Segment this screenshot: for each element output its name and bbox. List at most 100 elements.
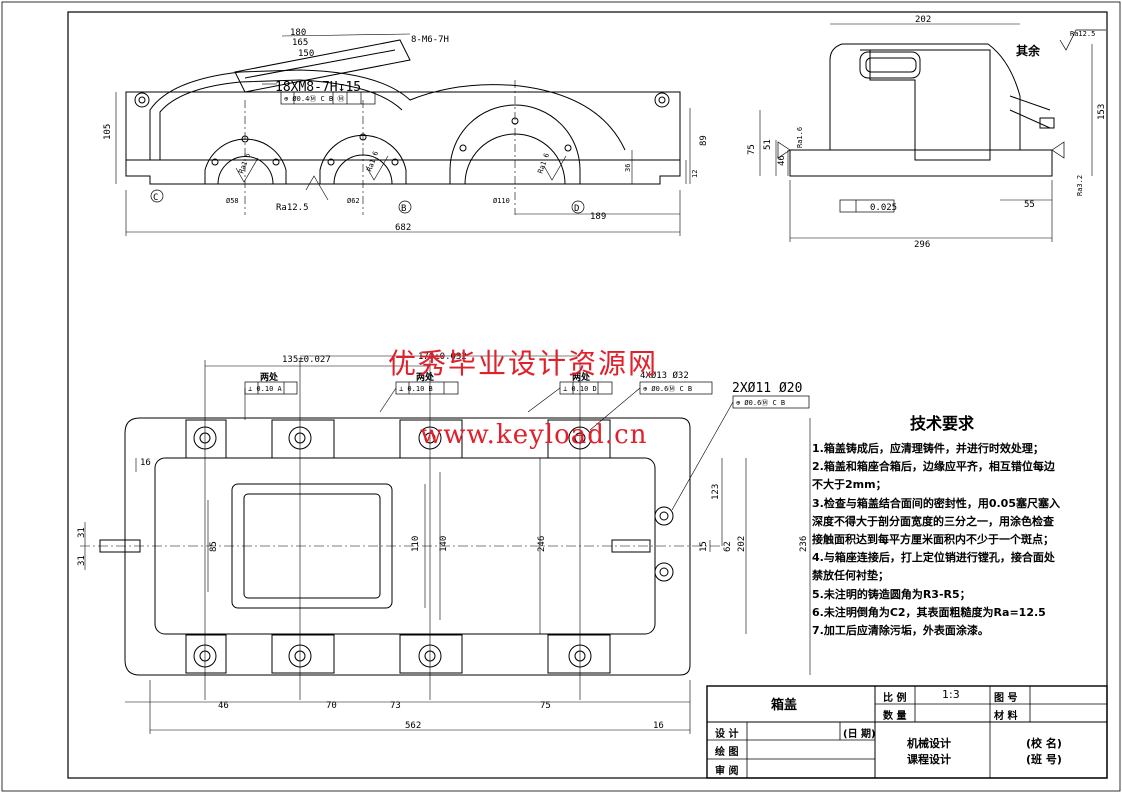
watermark-line-1: 优秀毕业设计资源网	[388, 347, 659, 380]
side-dim-55: 55	[1024, 200, 1035, 210]
top-view	[80, 355, 811, 734]
drawn-label: 绘 图	[715, 747, 739, 758]
side-dim-153: 153	[1097, 104, 1107, 120]
dim-16-top: 16	[140, 458, 151, 468]
roughness-4: Ra12.5	[276, 203, 309, 213]
designer-label: 设 计	[715, 729, 739, 740]
dim-31-a: 31	[77, 527, 87, 538]
datum-c: C	[153, 193, 158, 203]
course-line-1: 机械设计	[907, 737, 951, 750]
roughness-rest-label: 其余	[1016, 43, 1041, 58]
side-view	[759, 23, 1106, 242]
front-view-labels: 180 165 150 8-M6-7H 18XM8-7H↧15 ⊕ Ø0.4Ⓜ …	[103, 28, 709, 233]
tolerance-frame: ⊕ Ø0.4Ⓜ C B Ⓜ	[284, 95, 344, 103]
perpendicularity-a: ⊥ 0.10 A	[248, 385, 283, 393]
perpendicularity-b: ⊥ 0.10 B	[399, 385, 433, 393]
side-view-labels: 202 153 75 51 46 55 296 0.025 Ra1.6 Ra3.…	[747, 15, 1107, 250]
dim-75: 75	[540, 701, 551, 711]
technical-requirements: 技术要求 1.箱盖铸成后，应清理铸件，并进行时效处理； 2.箱盖和箱座合箱后，边…	[812, 410, 1112, 640]
scale-label: 比 例	[883, 693, 907, 704]
dim-202: 202	[737, 536, 747, 552]
course-line-2: 课程设计	[907, 753, 951, 766]
tech-req-title: 技术要求	[909, 414, 974, 433]
dim-15: 15	[699, 541, 709, 552]
dim-46: 46	[218, 701, 229, 711]
dim-180: 180	[290, 28, 306, 38]
tech-req-line: 3.检查与箱盖结合面间的密封性，用0.05塞尺塞入	[812, 496, 1060, 510]
part-name: 箱盖	[771, 698, 798, 713]
drawing-no-label: 图 号	[994, 693, 1018, 704]
material-label: 材 料	[994, 711, 1018, 722]
dim-170: 170±0.032	[418, 352, 467, 362]
class-number: (班 号)	[1026, 753, 1062, 766]
tech-req-line: 2.箱盖和箱座合箱后，边缘应平齐，相互错位每边	[812, 460, 1055, 474]
tech-req-line: 1.箱盖铸成后，应清理铸件，并进行时效处理；	[812, 442, 1044, 455]
review-label: 审 阅	[715, 766, 739, 777]
dim-682: 682	[395, 223, 411, 233]
both-places-2: 两处	[416, 371, 435, 383]
perpendicularity-d: ⊥ 0.10 D	[563, 385, 597, 393]
qty-label: 数 量	[883, 711, 907, 722]
roughness-2: Ra1.6	[365, 150, 380, 173]
bore-110: Ø110	[493, 197, 510, 205]
tech-req-line: 不大于2mm；	[812, 478, 887, 492]
title-block	[706, 685, 1108, 779]
dim-165: 165	[292, 38, 308, 48]
dim-70: 70	[326, 701, 337, 711]
side-dim-51: 51	[763, 139, 773, 150]
side-roughness-bottom: Ra3.2	[1076, 175, 1084, 196]
both-places-1: 两处	[260, 371, 279, 383]
tech-req-line: 禁放任何衬垫；	[812, 569, 889, 583]
sheet-inner-border	[67, 11, 1108, 779]
school-name: (校 名)	[1026, 737, 1062, 750]
dim-16-bottom: 16	[653, 721, 664, 731]
holes-11: 2XØ11 Ø20	[732, 381, 802, 396]
tech-req-line: 5.未注明的铸造圆角为R3-R5；	[812, 587, 971, 601]
dim-105: 105	[103, 124, 113, 140]
dim-246: 246	[537, 536, 547, 552]
side-dim-202: 202	[915, 15, 931, 25]
date-label: (日 期)	[843, 729, 876, 740]
side-roughness: Ra1.6	[796, 127, 804, 148]
bore-62: Ø62	[347, 197, 360, 205]
dim-12: 12	[691, 170, 699, 178]
dim-31-b: 31	[77, 555, 87, 566]
both-places-3: 两处	[572, 371, 591, 383]
roughness-1: Ra1.6	[237, 152, 252, 175]
tech-req-line: 接触面积达到每平方厘米面积内不少于一个斑点；	[812, 533, 1054, 547]
side-dim-296: 296	[914, 240, 930, 250]
dim-140: 140	[439, 536, 449, 552]
dim-236: 236	[799, 536, 809, 552]
dim-189: 189	[590, 212, 606, 222]
thread-small: 8-M6-7H	[411, 35, 449, 45]
dim-89: 89	[699, 135, 709, 146]
flatness-value: 0.025	[870, 203, 897, 213]
dim-110: 110	[411, 536, 421, 552]
dim-123: 123	[711, 484, 721, 500]
tech-req-line: 7.加工后应清除污垢，外表面涂漆。	[812, 624, 989, 638]
dim-135: 135±0.027	[282, 355, 331, 365]
thread-main: 18XM8-7H↧15	[275, 80, 361, 95]
dim-150: 150	[298, 49, 314, 59]
holes-13: 4XØ13 Ø32	[640, 370, 689, 381]
dim-85: 85	[209, 541, 219, 552]
dim-36: 36	[624, 164, 632, 172]
front-view	[115, 33, 691, 236]
top-view-labels: 135±0.027 170±0.032 两处 两处 两处 ⊥ 0.10 A ⊥ …	[77, 352, 809, 731]
tech-req-line: 深度不得大于剖分面宽度的三分之一，用涂色检查	[812, 514, 1054, 528]
roughness-rest-value: Ra12.5	[1070, 30, 1095, 38]
roughness-3: Ra1.6	[536, 152, 551, 175]
dim-562: 562	[405, 721, 421, 731]
watermark-line-2: www.keyload.cn	[420, 420, 648, 450]
dim-73: 73	[390, 701, 401, 711]
dim-62: 62	[723, 541, 733, 552]
side-dim-75: 75	[747, 144, 757, 155]
position-tol-1: ⊕ Ø0.6Ⓜ C B	[643, 385, 692, 393]
datum-b: B	[401, 204, 406, 214]
tech-req-line: 4.与箱座连接后，打上定位销进行镗孔，接合面处	[812, 551, 1055, 565]
side-dim-46: 46	[777, 155, 787, 166]
tech-req-line: 6.未注明倒角为C2，其表面粗糙度为Ra=12.5	[812, 605, 1046, 619]
position-tol-2: ⊕ Ø0.6Ⓜ C B	[736, 399, 785, 407]
